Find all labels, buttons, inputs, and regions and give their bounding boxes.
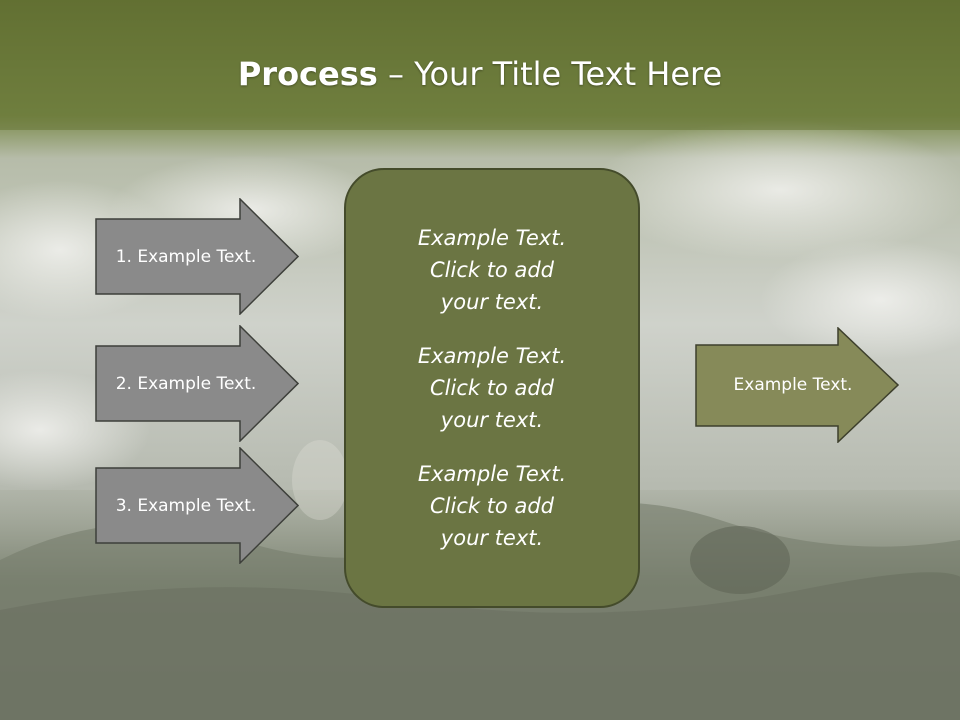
- slide-title[interactable]: Process – Your Title Text Here: [0, 52, 960, 96]
- output-arrow[interactable]: Example Text.: [695, 327, 899, 443]
- paragraph-line: Click to add: [429, 494, 554, 518]
- paragraph-line: Click to add: [429, 258, 554, 282]
- center-text-box[interactable]: Example Text. Click to add your text. Ex…: [344, 168, 640, 608]
- paragraph-line: Example Text.: [417, 462, 567, 486]
- paragraph-line: Click to add: [429, 376, 554, 400]
- paragraph-line: your text.: [440, 408, 544, 432]
- title-rest: – Your Title Text Here: [377, 55, 723, 93]
- title-bold: Process: [237, 55, 378, 93]
- output-arrow-label: Example Text.: [733, 375, 853, 395]
- output-arrow-shape: [695, 327, 899, 443]
- paragraph-line: your text.: [440, 526, 544, 550]
- arrow-shape: [95, 447, 299, 564]
- paragraph-line: Example Text.: [417, 344, 567, 368]
- center-paragraph-1: Example Text. Click to add your text.: [418, 222, 566, 318]
- arrow-2[interactable]: 2. Example Text.: [95, 325, 299, 442]
- arrow-2-label: 2. Example Text.: [115, 373, 257, 394]
- center-paragraph-2: Example Text. Click to add your text.: [418, 340, 566, 436]
- center-paragraph-3: Example Text. Click to add your text.: [418, 458, 566, 554]
- arrow-3[interactable]: 3. Example Text.: [95, 447, 299, 564]
- arrow-3-label: 3. Example Text.: [115, 495, 257, 516]
- arrow-1-label: 1. Example Text.: [115, 246, 257, 267]
- paragraph-line: Example Text.: [417, 226, 567, 250]
- arrow-shape: [95, 325, 299, 442]
- arrow-shape: [95, 198, 299, 315]
- paragraph-line: your text.: [440, 290, 544, 314]
- arrow-1[interactable]: 1. Example Text.: [95, 198, 299, 315]
